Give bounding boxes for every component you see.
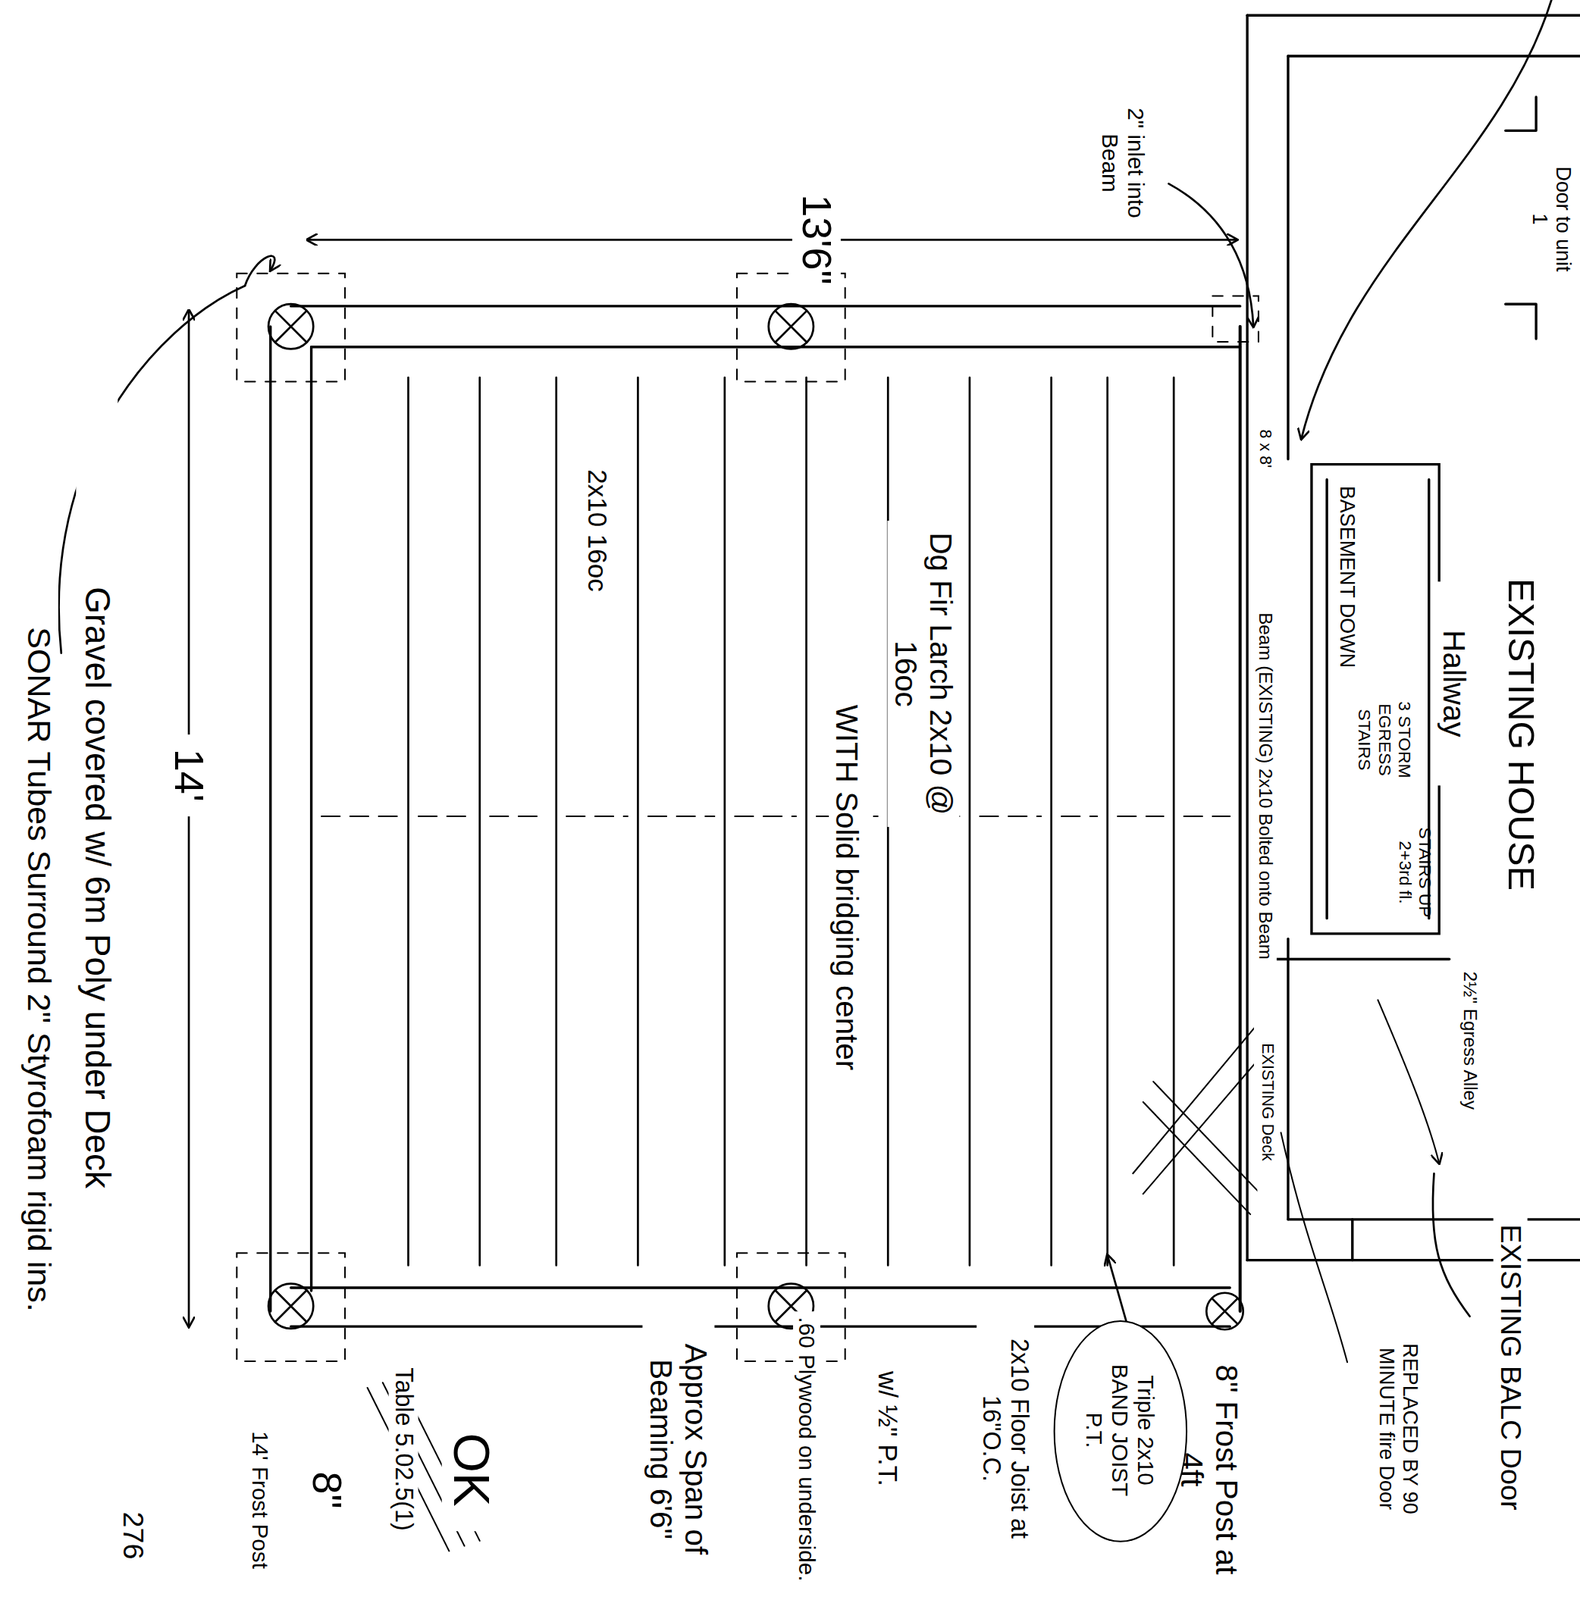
ground-note: Gravel covered w/ 6m Poly under Deck <box>76 377 119 1399</box>
footing-note: SONAR Tubes Surround 2" Styrofoam rigid … <box>18 428 59 1511</box>
plywood-note: .60 Plywood on underside. <box>793 1311 821 1587</box>
egress-note: 2½" Egress Alley <box>1458 969 1482 1113</box>
span-note: Approx Span of Beaming 6'6" <box>642 1316 715 1583</box>
node-text: 3 STORM EGRESS STAIRS <box>1354 674 1416 807</box>
page-number: 276 <box>115 1490 150 1583</box>
beam-size: 8 x 8' <box>1255 408 1276 491</box>
door-note: REPLACED BY 90 MINUTE fire Door <box>1373 1311 1423 1547</box>
post-note: 14' Frost Post <box>246 1418 274 1582</box>
door-note: EXISTING BALC Door <box>1493 1214 1528 1521</box>
post-note: 8" Frost Post at 4ft <box>1173 1341 1246 1598</box>
inlet-note: 2" inlet into Beam <box>1096 97 1150 230</box>
bridging-note: WITH Solid bridging center <box>828 601 866 1174</box>
dimension: 14' <box>164 734 214 817</box>
node-text: STAIRS UP 2+3rd fl. <box>1395 811 1437 935</box>
dimension: 13'6" <box>792 178 841 302</box>
room-name: Hallway <box>1435 581 1473 786</box>
plywood-note: w/ ½" P.T. <box>871 1332 904 1527</box>
house-title: EXISTING HOUSE <box>1498 469 1543 1001</box>
node-text: BASEMENT DOWN <box>1335 479 1361 675</box>
door-note: Door to unit 1 <box>1526 163 1576 276</box>
beam-note: Beam (EXISTING) 2x10 Bolted onto Beam <box>1253 500 1277 1073</box>
code-reference: Table 5.02.5(1) <box>388 1337 418 1562</box>
stair-enclosure: BASEMENT DOWN3 STORM EGRESS STAIRSSTAIRS… <box>1311 464 1439 935</box>
node-text: Triple 2x10 BAND JOIST P.T. <box>1080 1344 1160 1518</box>
band-joist-callout: Triple 2x10 BAND JOIST P.T. <box>1051 1316 1190 1547</box>
joist-note: 2x10 16oc <box>580 464 613 598</box>
check-mark-note: OK <box>441 1408 502 1532</box>
post-size: 8" <box>302 1449 352 1532</box>
joist-note: Dg Fir Larch 2x10 @ 16oc <box>887 520 960 828</box>
existing-note: EXISTING Deck <box>1257 1000 1279 1204</box>
joist-note: 2x10 Floor Joist at 16"O.C. <box>976 1300 1035 1577</box>
